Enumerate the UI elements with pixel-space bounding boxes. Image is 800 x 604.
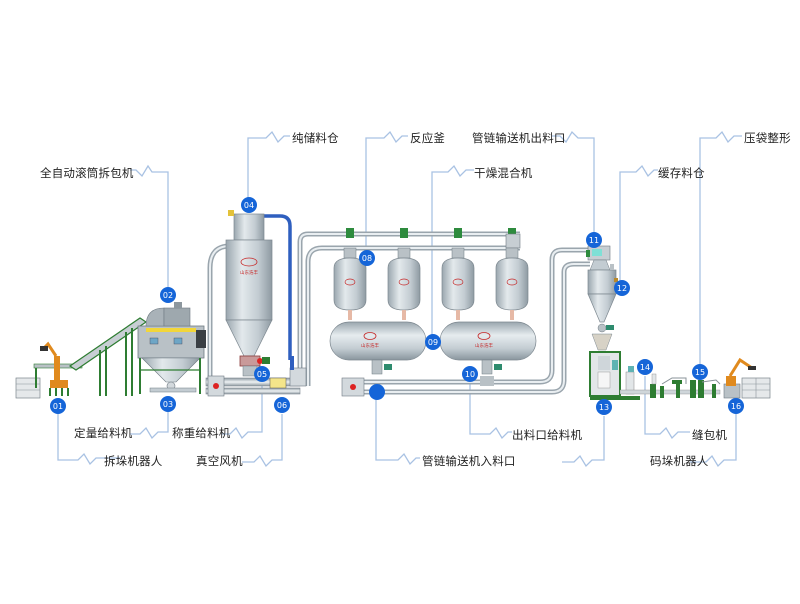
badge-02[interactable]: 02 [160, 287, 176, 303]
svg-text:13: 13 [599, 403, 609, 412]
label-weighing-feeder: 称重给料机 [172, 426, 231, 440]
badge-16[interactable]: 16 [728, 398, 744, 414]
leader-lines [57, 130, 742, 468]
inclined-belt-conveyor [68, 317, 148, 396]
label-dryer-mixer: 干燥混合机 [474, 166, 533, 180]
depalletizing-robot [15, 341, 83, 399]
label-reactor: 反应釜 [410, 131, 446, 145]
label-buffer-silo: 缓存料仓 [658, 166, 705, 180]
label-bag-unpacking-machine: 全自动滚筒拆包机 [40, 166, 134, 180]
reactor-4 [495, 228, 529, 320]
svg-text:16: 16 [731, 402, 741, 411]
bag-unpacking-machine [137, 302, 206, 394]
badge-14[interactable]: 14 [637, 359, 653, 375]
brand-logo: 山东浩丰 [240, 257, 258, 276]
label-quantitative-feeder: 定量给料机 [74, 426, 133, 440]
leader-line-05 [222, 384, 263, 440]
badge-12[interactable]: 12 [614, 280, 630, 296]
svg-text:15: 15 [695, 368, 705, 377]
dryer-mixer-group [329, 321, 537, 397]
leader-line-08 [365, 130, 408, 258]
badge-07[interactable] [369, 384, 385, 400]
badge-08[interactable]: 08 [359, 250, 375, 266]
dryer-mixer-1 [329, 321, 427, 361]
brand-logo [344, 278, 356, 286]
svg-text:02: 02 [163, 291, 173, 300]
step-badges: 01 02 03 04 05 06 08 09 10 11 12 13 14 1… [50, 197, 744, 415]
brand-logo: 山东浩丰 [475, 332, 493, 349]
svg-text:01: 01 [53, 402, 63, 411]
leader-line-15 [699, 130, 742, 368]
leader-line-06 [242, 414, 283, 468]
badge-05[interactable]: 05 [254, 366, 270, 382]
badge-11[interactable]: 11 [586, 232, 602, 248]
svg-text:05: 05 [257, 370, 267, 379]
badge-03[interactable]: 03 [160, 396, 176, 412]
label-discharge-feeder: 出料口给料机 [512, 428, 583, 442]
badge-09[interactable]: 09 [425, 334, 441, 350]
label-bag-sewing-machine: 缝包机 [692, 428, 728, 442]
leader-line-01 [57, 412, 122, 466]
badge-04[interactable]: 04 [241, 197, 257, 213]
badge-13[interactable]: 13 [596, 399, 612, 415]
badge-15[interactable]: 15 [692, 364, 708, 380]
brand-logo [452, 278, 464, 286]
svg-text:山东浩丰: 山东浩丰 [240, 269, 258, 276]
svg-text:山东浩丰: 山东浩丰 [361, 342, 379, 349]
label-palletizing-robot: 码垛机器人 [650, 454, 709, 468]
svg-text:10: 10 [465, 370, 475, 379]
svg-text:09: 09 [428, 338, 438, 347]
svg-text:11: 11 [589, 236, 599, 245]
reactor-2 [387, 228, 421, 320]
pipework [205, 214, 590, 397]
brand-logos: 山东浩丰 山东浩丰 山东浩丰 [240, 257, 518, 349]
svg-text:03: 03 [163, 400, 173, 409]
svg-text:06: 06 [277, 401, 287, 410]
label-press-shaping: 压袋整形 [744, 131, 791, 145]
storage-silo [225, 210, 273, 377]
leader-line-14 [644, 376, 690, 440]
leader-line-09 [431, 164, 474, 340]
badge-10[interactable]: 10 [462, 366, 478, 382]
label-depalletizing-robot: 拆垛机器人 [104, 454, 163, 468]
reactor-group [333, 228, 529, 320]
leader-line-16 [690, 414, 737, 468]
leader-line-11 [552, 130, 595, 236]
leader-line-12 [619, 164, 658, 286]
badge-06[interactable]: 06 [274, 397, 290, 413]
reactor-1 [333, 228, 367, 320]
reactor-3 [441, 228, 475, 320]
buffer-silo [586, 245, 618, 351]
label-tube-chain-inlet: 管链输送机入料口 [422, 454, 516, 468]
palletizing-robot [723, 357, 771, 399]
svg-text:08: 08 [362, 254, 372, 263]
leader-line-07 [375, 400, 420, 466]
brand-logo: 山东浩丰 [361, 332, 379, 349]
badge-01[interactable]: 01 [50, 398, 66, 414]
vacuum-pipe [262, 214, 292, 360]
svg-text:14: 14 [640, 363, 650, 372]
brand-logo [506, 278, 518, 286]
label-vacuum-blower: 真空风机 [196, 454, 243, 468]
leader-line-10 [469, 384, 512, 440]
bagging-scale [589, 351, 640, 400]
leader-line-02 [130, 164, 169, 292]
leader-line-03 [130, 412, 169, 440]
svg-text:12: 12 [617, 284, 627, 293]
sewing-and-press-line [619, 366, 721, 398]
label-storage-silo: 纯储料仓 [292, 131, 339, 145]
label-tube-chain-outlet: 管链输送机出料口 [472, 131, 566, 145]
leader-line-04 [247, 130, 290, 198]
dryer-mixer-2 [439, 321, 537, 361]
brand-logo [398, 278, 410, 286]
svg-text:山东浩丰: 山东浩丰 [475, 342, 493, 349]
svg-text:04: 04 [244, 201, 254, 210]
leader-line-13 [562, 416, 605, 468]
